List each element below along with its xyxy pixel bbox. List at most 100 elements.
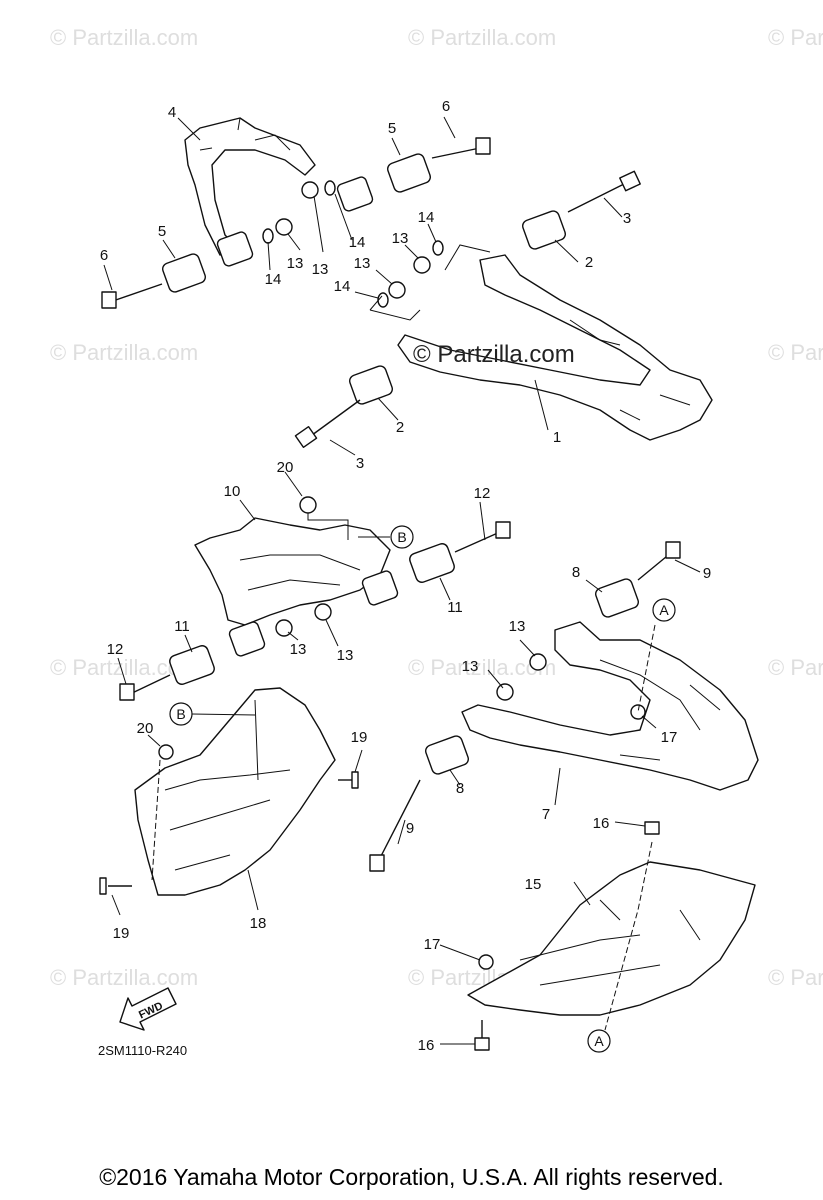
part-7-lower-arm [461, 621, 759, 791]
part-number-label: 19 [351, 729, 368, 746]
part-number-label: 12 [474, 485, 491, 502]
alignment-line-15 [604, 841, 653, 1031]
part-11-bushing [169, 645, 215, 685]
watermark-text: © Partzilla.com [768, 655, 823, 680]
part-5-bushing [162, 253, 206, 293]
part-13-nut [314, 603, 332, 621]
callouts: B B A A [169, 525, 676, 1053]
part-number-label: 10 [224, 483, 241, 500]
part-number-label: 14 [418, 209, 435, 226]
part-5-bushing [387, 153, 431, 193]
part-number-label: 13 [354, 255, 371, 272]
part-number-label: 20 [137, 720, 154, 737]
part-16-bolt [644, 821, 660, 835]
part-number-label: 6 [442, 98, 450, 115]
part-18-guard-detail [164, 699, 291, 871]
part-number-label: 14 [334, 278, 351, 295]
part-6-bolt-head [101, 291, 117, 309]
leader-20-to-b [307, 513, 349, 540]
part-number-label: 20 [277, 459, 294, 476]
part-number-label: 11 [174, 618, 190, 635]
part-number-label: 8 [572, 564, 580, 581]
part-number-label: 2 [585, 254, 593, 271]
part-number-labels: 1 2 2 3 3 4 5 5 6 6 7 8 8 9 9 10 11 11 1… [100, 98, 711, 1054]
part-11-bushing [409, 543, 455, 583]
part-12-bolt-head [119, 683, 135, 701]
part-10-mount [194, 517, 391, 626]
part-number-label: 11 [447, 599, 463, 616]
part-number-label: 13 [287, 255, 304, 272]
callout-circle-b [169, 702, 193, 726]
callout-circle-b [390, 525, 414, 549]
part-13-nut [388, 281, 406, 299]
part-number-label: 9 [703, 565, 711, 582]
part-17-nut [478, 954, 494, 970]
part-number-label: 13 [312, 261, 329, 278]
part-number-label: 2 [396, 419, 404, 436]
callout-label-b: B [397, 529, 406, 545]
part-12-bolt [454, 531, 501, 553]
part-number-label: 13 [509, 618, 526, 635]
diagram-code: 2SM1110-R240 [98, 1043, 187, 1058]
watermark-text: © Partzilla.com [768, 340, 823, 365]
part-number-label: 17 [661, 729, 678, 746]
part-14-washer [432, 240, 444, 256]
part-number-label: 13 [290, 641, 307, 658]
part-number-label: 15 [525, 876, 542, 893]
part-number-label: 13 [462, 658, 479, 675]
callout-label-a: A [594, 1033, 604, 1049]
part-9-bolt-head [665, 541, 681, 559]
part-8-bushing [595, 578, 639, 618]
part-8-bushing [425, 735, 469, 775]
part-4-bracket-eye [216, 231, 254, 267]
part-number-label: 18 [250, 915, 267, 932]
alignment-bracket [369, 244, 491, 321]
part-number-label: 5 [158, 223, 166, 240]
part-number-label: 14 [265, 271, 282, 288]
part-1-upper-arm-detail [569, 319, 691, 421]
part-10-mount-eye [228, 621, 266, 657]
alignment-line-18 [151, 759, 161, 881]
part-12-bolt-head [495, 521, 511, 539]
part-6-bolt [109, 283, 163, 303]
part-14-washer [324, 180, 336, 196]
part-20-nut [299, 496, 317, 514]
part-16-bolt [474, 1037, 490, 1051]
part-13-nut [529, 653, 547, 671]
alignment-line-a [637, 624, 656, 713]
part-number-label: 13 [337, 647, 354, 664]
part-3-bolt [307, 399, 361, 439]
leader-lines [103, 116, 701, 1045]
part-4-bracket [184, 117, 316, 256]
watermark-text: © Partzilla.com [768, 965, 823, 990]
part-13-nut [275, 218, 293, 236]
part-2-bushing [349, 365, 393, 405]
part-14-washer [377, 292, 389, 308]
part-number-label: 8 [456, 780, 464, 797]
part-3-bolt-head [619, 170, 641, 192]
part-19-bolt-head [351, 771, 359, 789]
callout-label-b: B [176, 706, 185, 722]
watermark-text: © Partzilla.com [768, 25, 823, 50]
part-number-label: 3 [623, 210, 631, 227]
fwd-arrow: FWD [119, 987, 177, 1031]
part-number-label: 1 [553, 429, 561, 446]
callout-label-a: A [659, 602, 669, 618]
watermark-text: © Partzilla.com [50, 340, 198, 365]
part-number-label: 6 [100, 247, 108, 264]
part-number-label: 19 [113, 925, 130, 942]
part-4-bracket-eye [336, 176, 374, 212]
part-number-label: 9 [406, 820, 414, 837]
part-9-bolt [377, 779, 421, 863]
part-13-nut [413, 256, 431, 274]
part-number-label: 5 [388, 120, 396, 137]
part-9-bolt-head [369, 854, 385, 872]
part-number-label: 3 [356, 455, 364, 472]
fwd-arrow-icon [119, 987, 177, 1031]
part-number-label: 4 [168, 104, 176, 121]
part-2-bushing [522, 210, 566, 250]
part-number-label: 7 [542, 806, 550, 823]
watermark-text: © Partzilla.com [50, 965, 198, 990]
part-10-mount-eye [361, 570, 399, 606]
